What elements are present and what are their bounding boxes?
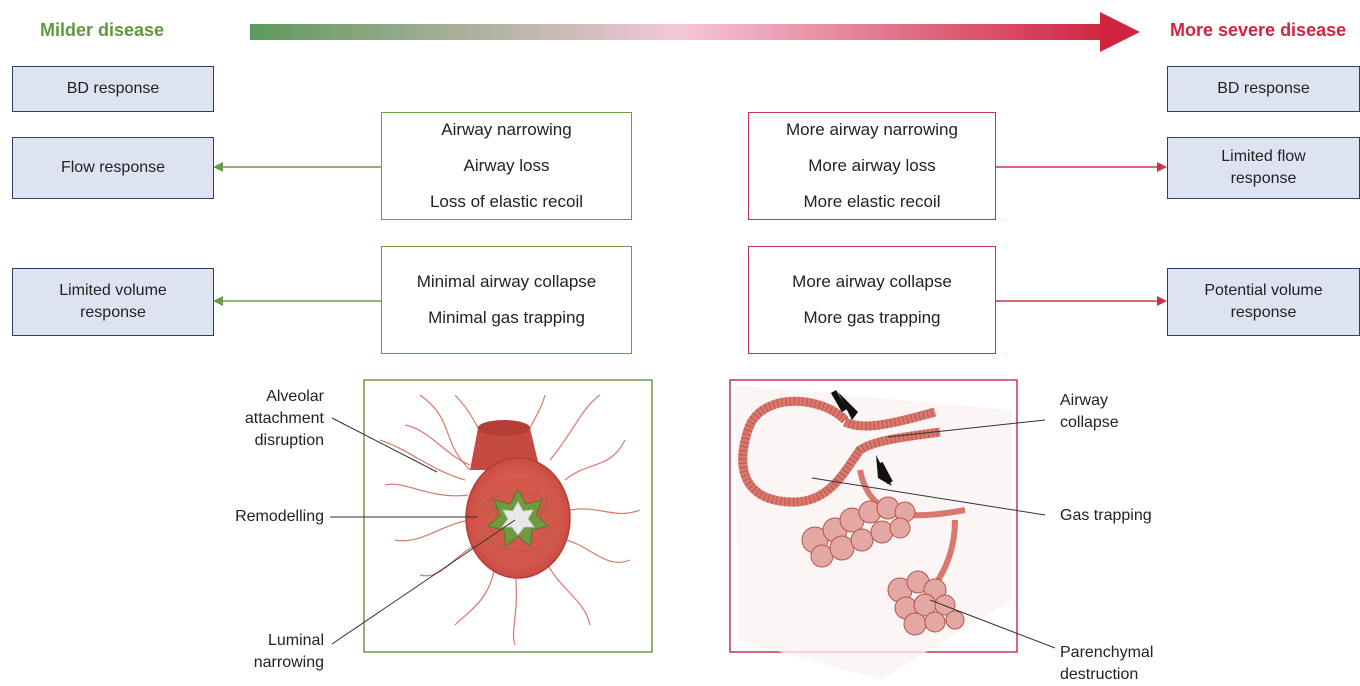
right-bd-response-box: BD response	[1167, 66, 1360, 112]
severe-mechanism-box-1: More airway narrowing More airway loss M…	[748, 112, 996, 220]
label-gas-trapping: Gas trapping	[1060, 505, 1180, 527]
severe-mechanism-airway-loss: More airway loss	[808, 148, 936, 184]
green-connector-volume	[213, 296, 381, 306]
severe-mechanism-airway-narrowing: More airway narrowing	[786, 112, 958, 148]
left-flow-response-box: Flow response	[12, 137, 214, 199]
mild-mechanism-gas-trapping: Minimal gas trapping	[428, 300, 585, 336]
left-volume-response-text: Limited volume response	[28, 280, 198, 324]
severe-mechanism-airway-collapse: More airway collapse	[792, 264, 952, 300]
mild-mechanism-elastic-recoil: Loss of elastic recoil	[430, 184, 583, 220]
right-flow-response-box: Limited flow response	[1167, 137, 1360, 199]
severity-gradient-arrow	[250, 12, 1140, 52]
milder-disease-label: Milder disease	[40, 20, 164, 41]
left-bd-response-text: BD response	[67, 78, 160, 100]
right-volume-response-box: Potential volume response	[1167, 268, 1360, 336]
right-flow-response-text: Limited flow response	[1209, 146, 1319, 190]
mild-mechanism-box-1: Airway narrowing Airway loss Loss of ela…	[381, 112, 632, 220]
severe-mechanism-elastic-recoil: More elastic recoil	[804, 184, 941, 220]
label-alveolar-attachment-disruption: Alveolar attachment disruption	[200, 386, 324, 452]
mild-mechanism-airway-collapse: Minimal airway collapse	[417, 264, 597, 300]
green-connector-flow	[213, 162, 381, 172]
left-volume-response-box: Limited volume response	[12, 268, 214, 336]
more-severe-disease-label: More severe disease	[1170, 20, 1346, 41]
left-flow-response-text: Flow response	[61, 157, 165, 179]
mild-mechanism-box-2: Minimal airway collapse Minimal gas trap…	[381, 246, 632, 354]
severe-mechanism-box-2: More airway collapse More gas trapping	[748, 246, 996, 354]
right-volume-response-text: Potential volume response	[1189, 280, 1339, 324]
label-airway-collapse: Airway collapse	[1060, 390, 1130, 434]
severe-mechanism-gas-trapping: More gas trapping	[803, 300, 940, 336]
label-remodelling: Remodelling	[200, 506, 324, 528]
label-luminal-narrowing: Luminal narrowing	[230, 630, 324, 674]
label-parenchymal-destruction: Parenchymal destruction	[1060, 642, 1170, 686]
mild-mechanism-airway-narrowing: Airway narrowing	[441, 112, 571, 148]
left-bd-response-box: BD response	[12, 66, 214, 112]
mild-mechanism-airway-loss: Airway loss	[464, 148, 550, 184]
red-connector-flow	[996, 162, 1167, 172]
red-connector-volume	[996, 296, 1167, 306]
right-bd-response-text: BD response	[1217, 78, 1310, 100]
